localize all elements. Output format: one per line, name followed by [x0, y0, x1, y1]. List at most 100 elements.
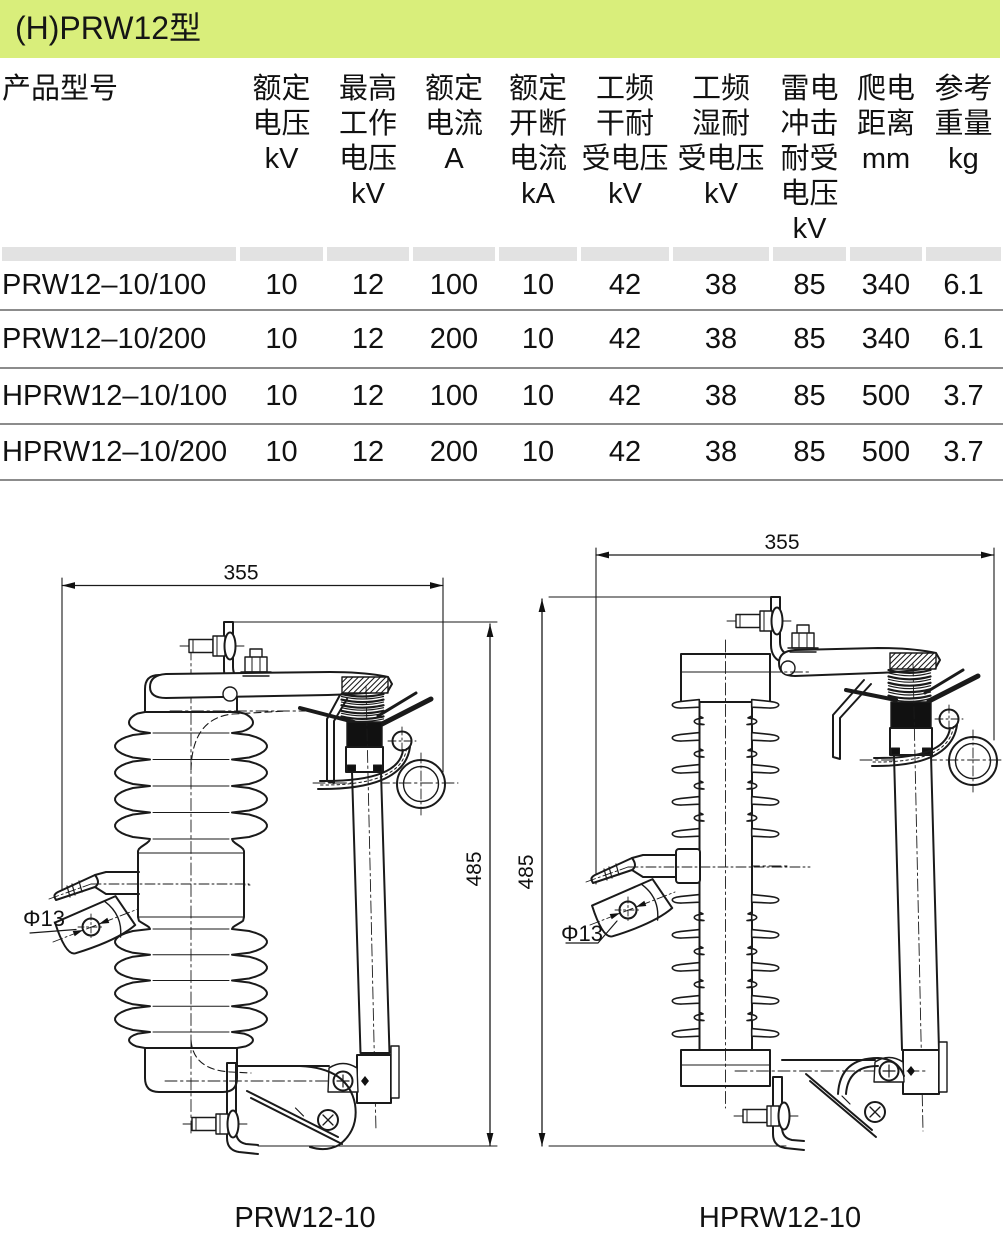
header-separator-band — [850, 247, 922, 261]
table-cell: 340 — [848, 310, 924, 369]
table-cell: 12 — [325, 261, 411, 311]
column-header-line: 冲击 — [780, 108, 839, 140]
column-header-line: 耐受 — [780, 143, 839, 175]
width-dimension: 355 — [595, 531, 995, 885]
pull-ring — [948, 729, 998, 793]
right-bottom-assembly — [733, 1041, 948, 1151]
table-cell: 38 — [671, 310, 771, 369]
right-top-assembly — [725, 596, 1003, 1132]
column-header-line: 工作 — [338, 108, 397, 140]
column-header-line: 受电压 — [677, 143, 765, 175]
guide-hook — [317, 726, 417, 791]
left-bottom-assembly — [164, 1045, 400, 1155]
table-cell: 85 — [771, 310, 848, 369]
column-header-line: kV — [264, 143, 299, 175]
column-header-line: 电流 — [508, 143, 567, 175]
header-separator-band — [499, 247, 577, 261]
table-cell: 10 — [497, 424, 579, 481]
mounting-bolt — [726, 606, 792, 636]
column-header-line: 开断 — [508, 108, 567, 140]
polymer-insulator — [671, 639, 780, 1109]
column-header-line: 额定 — [424, 73, 483, 105]
caption-prw12-10: PRW12-10 — [234, 1202, 376, 1234]
mounting-bolt — [179, 631, 245, 661]
table-cell: 10 — [238, 424, 325, 481]
column-header-line: 工频 — [691, 73, 750, 105]
column-header-line: 爬电 — [856, 73, 915, 105]
table-cell: PRW12–10/200 — [0, 310, 238, 369]
width-dimension-label: 355 — [223, 562, 258, 585]
header-separator-band — [773, 247, 846, 261]
table-cell: 340 — [848, 261, 924, 311]
height-dimension-label: 485 — [515, 854, 538, 889]
table-cell: 10 — [238, 261, 325, 311]
table-cell: 200 — [411, 424, 497, 481]
table-cell: 500 — [848, 424, 924, 481]
column-header-line: kA — [521, 178, 555, 210]
table-cell: 3.7 — [924, 368, 1003, 425]
column-header-line: 电压 — [780, 178, 839, 210]
bottom-bolt — [182, 1109, 248, 1139]
column-header-line: A — [444, 143, 464, 175]
band-row — [0, 247, 1003, 261]
table-cell: 42 — [579, 261, 671, 311]
table-cell: 85 — [771, 424, 848, 481]
table-cell: 12 — [325, 424, 411, 481]
table-cell: 10 — [497, 310, 579, 369]
table-cell: 85 — [771, 368, 848, 425]
column-header-line: 电压 — [252, 108, 311, 140]
column-header-line: kV — [704, 178, 738, 210]
column-header-line: 距离 — [856, 108, 915, 140]
header-separator-band — [673, 247, 769, 261]
caption-hprw12-10: HPRW12-10 — [698, 1202, 862, 1234]
column-header-line: 产品型号 — [2, 73, 119, 105]
header-separator-band — [926, 247, 1001, 261]
column-header-line: kV — [608, 178, 642, 210]
header-separator-band — [240, 247, 323, 261]
table-cell: 500 — [848, 368, 924, 425]
header-separator-band — [327, 247, 409, 261]
height-dimension-label: 485 — [463, 851, 486, 886]
table-cell: HPRW12–10/200 — [0, 424, 238, 481]
header-separator-band — [581, 247, 669, 261]
width-dimension-label: 355 — [764, 531, 799, 554]
table-cell: 38 — [671, 424, 771, 481]
column-header-line: kg — [948, 143, 979, 175]
table-cell: 10 — [497, 368, 579, 425]
table-cell: 38 — [671, 261, 771, 311]
column-header-line: 最高 — [338, 73, 397, 105]
table-cell: 38 — [671, 368, 771, 425]
column-header-line: 湿耐 — [691, 108, 750, 140]
table-cell: 10 — [238, 368, 325, 425]
column-header-line: kV — [351, 178, 385, 210]
contact-spring — [887, 668, 932, 702]
column-header-line: 额定 — [252, 73, 311, 105]
arm-bolt — [240, 648, 272, 677]
title-bar: (H)PRW12型 — [0, 0, 1000, 58]
table-cell: 42 — [579, 424, 671, 481]
table-cell: 6.1 — [924, 310, 1003, 369]
column-header-line: mm — [861, 143, 911, 175]
column-header-line: 雷电 — [780, 73, 839, 105]
column-header-line: 参考 — [934, 73, 993, 105]
table-cell: 12 — [325, 368, 411, 425]
table-cell: 12 — [325, 310, 411, 369]
column-header-line: 重量 — [934, 108, 993, 140]
table-cell: 42 — [579, 310, 671, 369]
